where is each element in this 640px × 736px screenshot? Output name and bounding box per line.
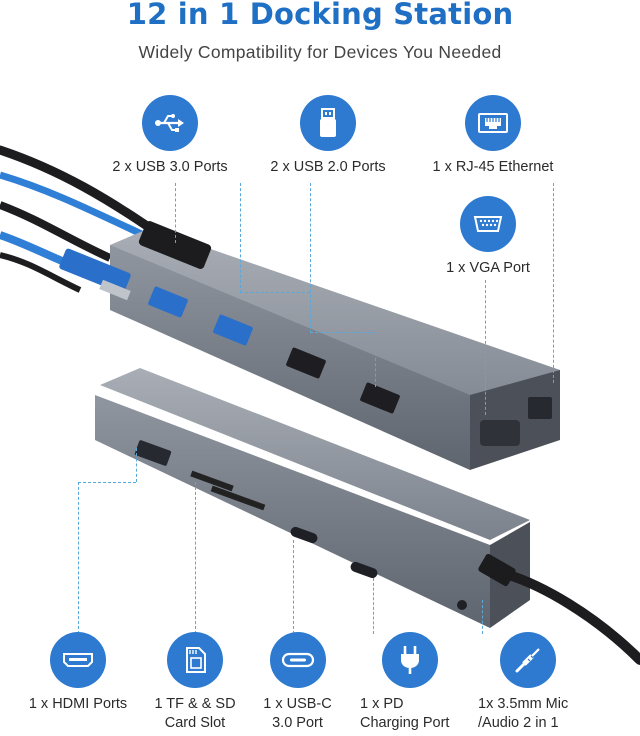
guide-usb2a-h	[240, 292, 310, 293]
ethernet-port-icon	[465, 95, 521, 151]
feature-pd-label-1: 1 x PD	[360, 696, 404, 712]
feature-usbc-label-1: 1 x USB-C	[263, 696, 332, 712]
power-plug-icon	[382, 632, 438, 688]
hdmi-port-icon	[50, 632, 106, 688]
audio-jack-icon	[500, 632, 556, 688]
guide-pd	[373, 578, 374, 634]
feature-usbc: 1 x USB-C 3.0 Port	[250, 632, 345, 733]
guide-usbc	[293, 540, 294, 634]
feature-pd: 1 x PD Charging Port	[350, 632, 470, 733]
feature-audio: 1x 3.5mm Mic /Audio 2 in 1	[470, 632, 620, 733]
guide-vga	[485, 280, 486, 415]
feature-sd-label-1: 1 TF & & SD	[154, 696, 236, 712]
feature-sd: 1 TF & & SD Card Slot	[140, 632, 250, 733]
feature-usb3-label: 2 x USB 3.0 Ports	[112, 159, 228, 175]
feature-sd-label-2: Card Slot	[164, 715, 226, 731]
guide-hdmi	[78, 482, 79, 634]
guide-hdmi-2	[136, 448, 137, 482]
feature-usbc-label-2: 3.0 Port	[272, 715, 323, 731]
guide-hdmi-h	[78, 482, 136, 483]
docking-station-upper	[59, 221, 560, 470]
feature-hdmi: 1 x HDMI Ports	[18, 632, 138, 714]
page-title: 12 in 1 Docking Station	[126, 0, 514, 31]
sd-card-icon	[167, 632, 223, 688]
feature-hdmi-label: 1 x HDMI Ports	[28, 696, 128, 712]
guide-ethernet	[553, 183, 554, 383]
feature-usb3: 2 x USB 3.0 Ports	[100, 95, 240, 177]
feature-ethernet-label: 1 x RJ-45 Ethernet	[432, 159, 554, 175]
usb-icon	[142, 95, 198, 151]
usb-stick-icon	[300, 95, 356, 151]
feature-vga: 1 x VGA Port	[418, 196, 558, 278]
feature-ethernet: 1 x RJ-45 Ethernet	[418, 95, 568, 177]
guide-audio	[482, 600, 483, 634]
cable-lower-plug	[478, 553, 516, 587]
guide-usb2a	[240, 183, 241, 293]
feature-audio-label-2: /Audio 2 in 1	[478, 715, 559, 731]
feature-usb2-label: 2 x USB 2.0 Ports	[270, 159, 386, 175]
feature-vga-label: 1 x VGA Port	[446, 260, 530, 276]
vga-port-icon	[460, 196, 516, 252]
page-subtitle: Widely Compatibility for Devices You Nee…	[138, 42, 502, 62]
usb-c-icon	[269, 632, 326, 688]
guide-sd	[195, 482, 196, 634]
docking-station-lower	[95, 368, 530, 628]
guide-usb2b-h	[310, 332, 375, 333]
guide-usb2b-2	[375, 332, 376, 387]
feature-usb2: 2 x USB 2.0 Ports	[258, 95, 398, 177]
feature-audio-label-1: 1x 3.5mm Mic	[478, 696, 569, 712]
guide-usb2b	[310, 183, 311, 333]
feature-pd-label-2: Charging Port	[360, 715, 450, 731]
guide-usb3	[175, 183, 176, 243]
